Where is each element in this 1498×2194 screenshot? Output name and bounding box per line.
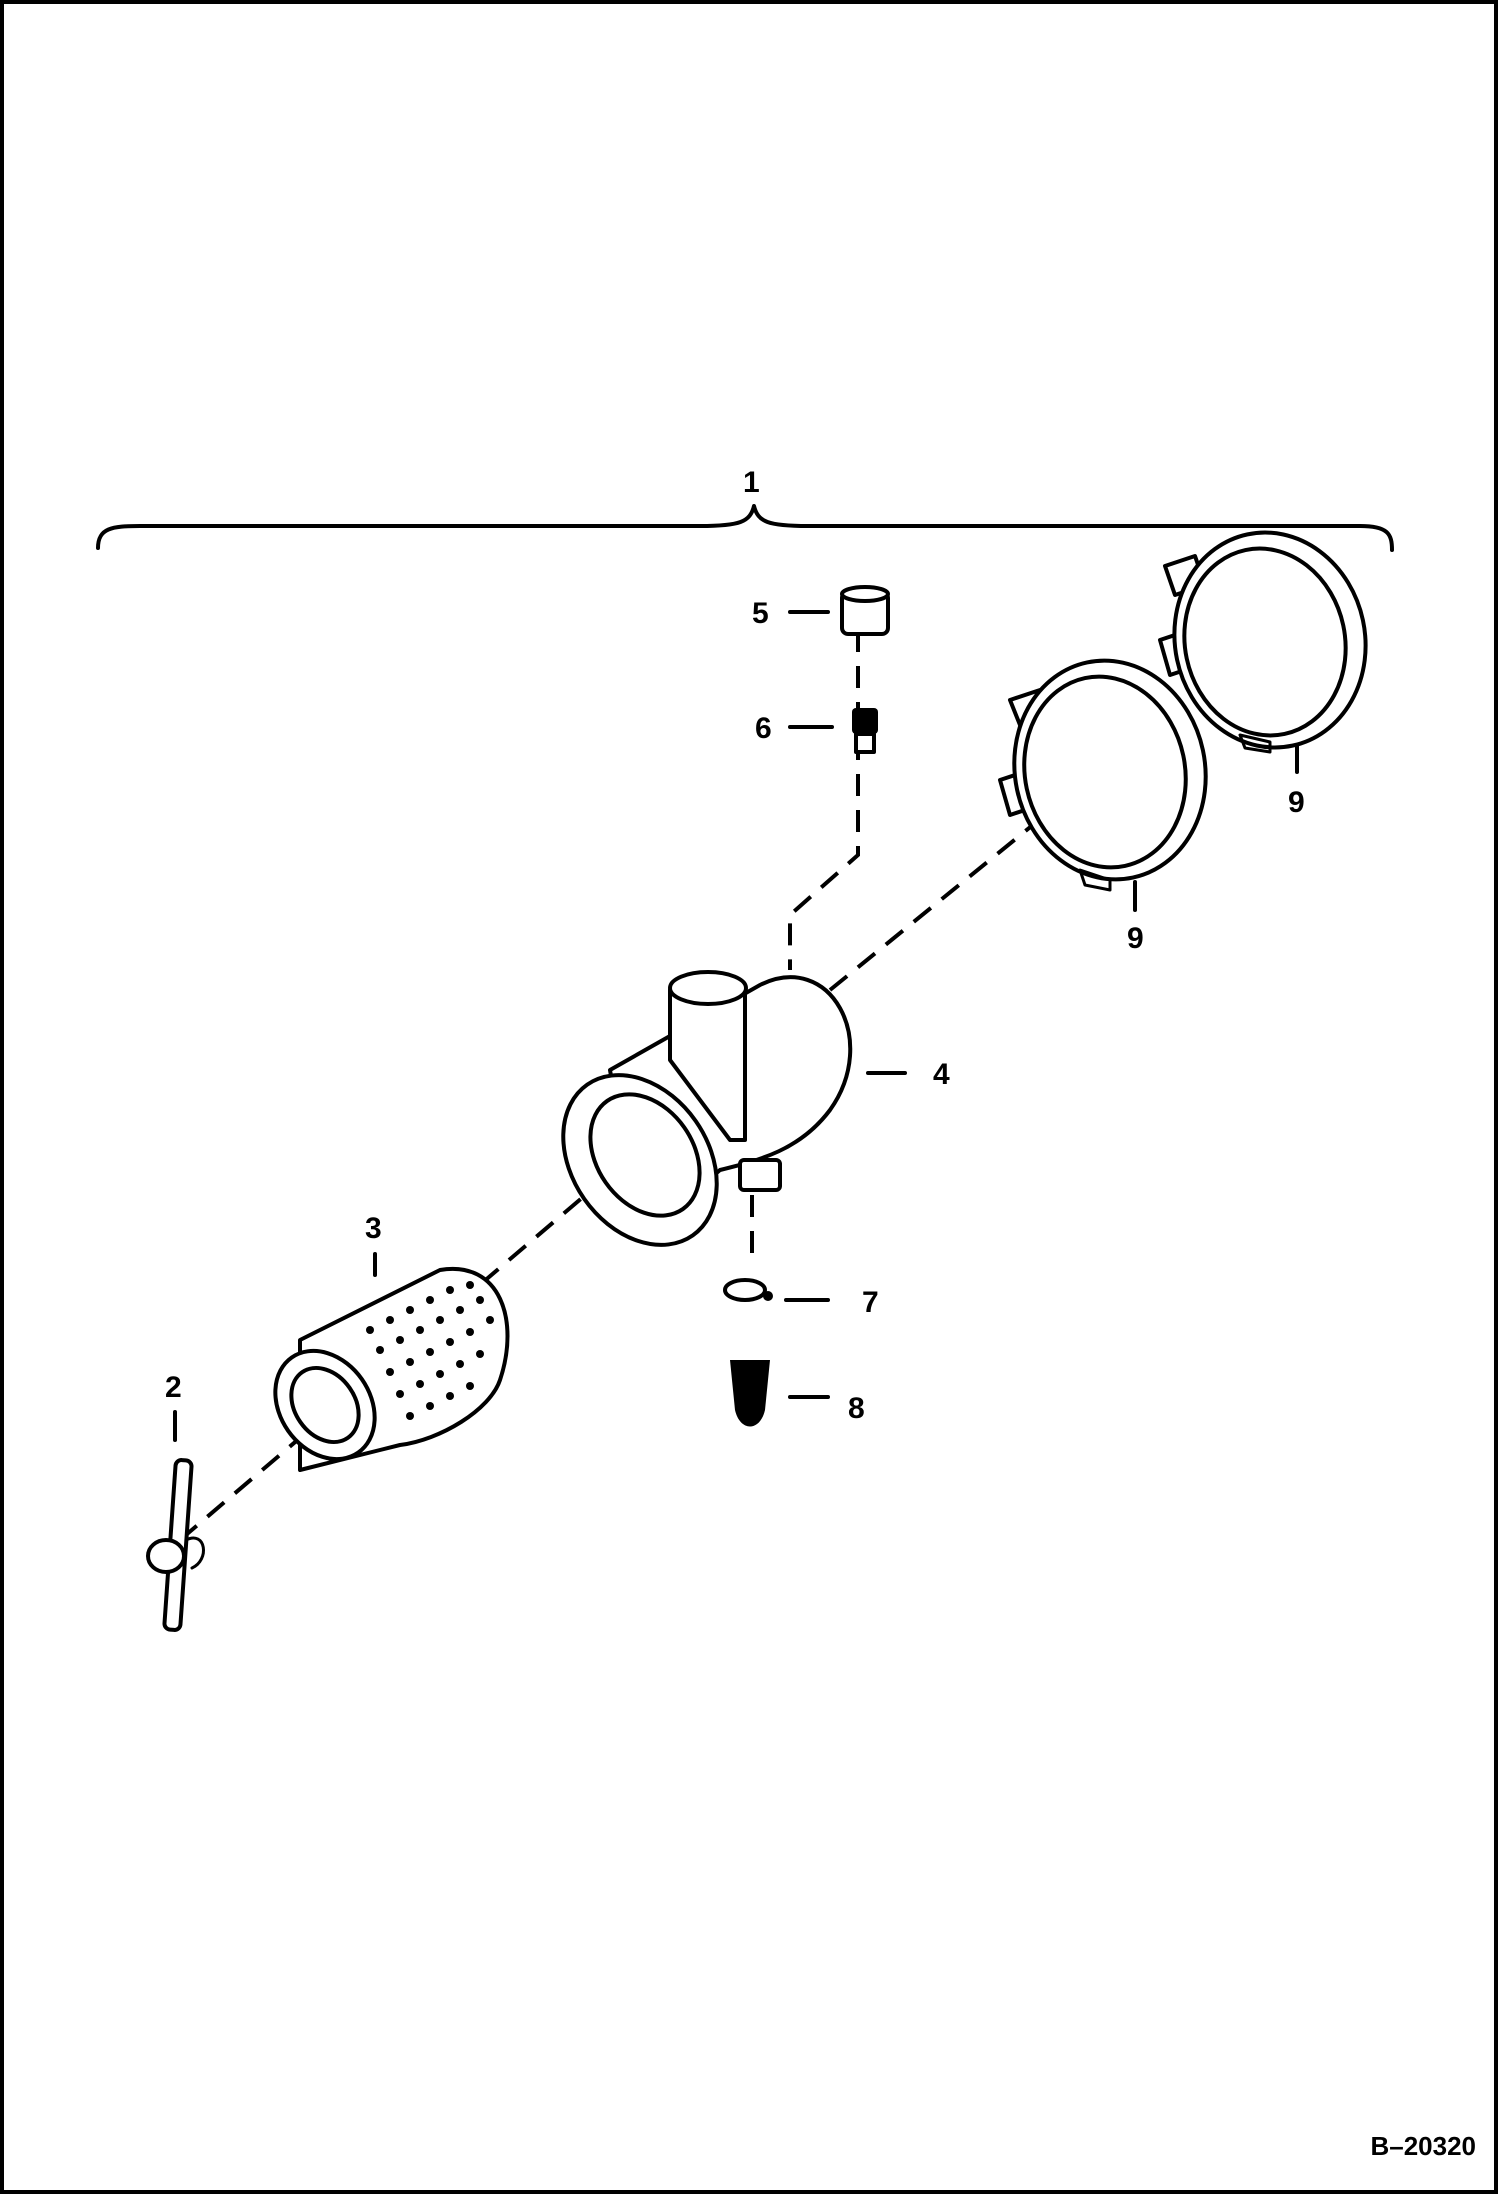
callout-9-upper: 9 <box>1288 786 1305 819</box>
wing-nut-part <box>146 1458 205 1632</box>
callout-1: 1 <box>743 466 760 499</box>
callout-3: 3 <box>365 1212 382 1245</box>
axis-fitting <box>788 630 860 970</box>
callout-8: 8 <box>848 1392 865 1425</box>
callout-7: 7 <box>862 1286 879 1319</box>
callout-2: 2 <box>165 1371 182 1404</box>
fitting-part <box>852 708 878 754</box>
mounting-band-upper-part <box>1158 530 1368 754</box>
callout-4: 4 <box>933 1058 950 1091</box>
callout-9-lower: 9 <box>1127 922 1144 955</box>
assembly-bracket <box>96 504 1394 552</box>
filter-element-part <box>273 1266 510 1472</box>
cap-part <box>840 585 890 636</box>
housing-part <box>561 970 853 1247</box>
mounting-band-lower-part <box>998 658 1208 892</box>
dust-valve-part <box>730 1360 770 1427</box>
callout-5: 5 <box>752 597 769 630</box>
callout-6: 6 <box>755 712 772 745</box>
reference-number: B–20320 <box>1370 2131 1476 2161</box>
clamp-part <box>723 1278 773 1302</box>
